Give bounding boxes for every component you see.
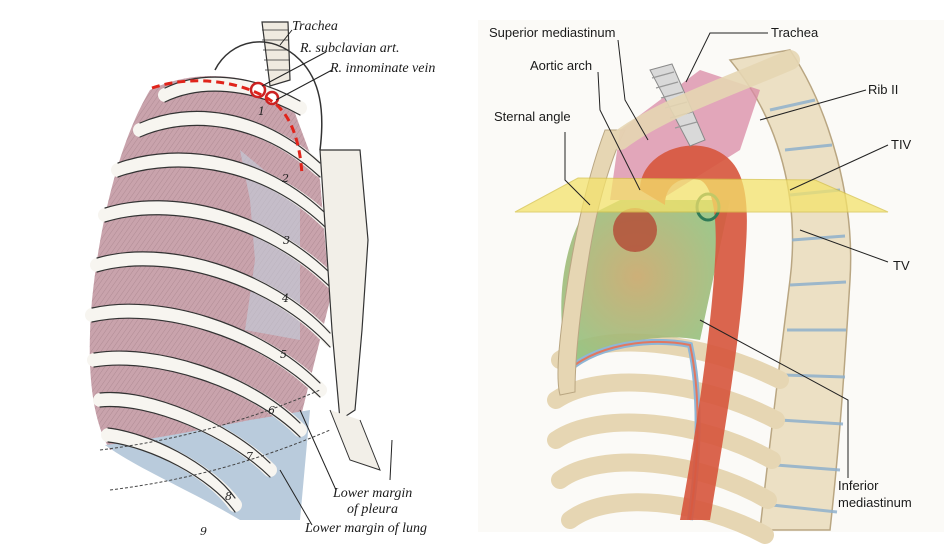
rib-number: 8 — [225, 490, 232, 503]
apex-lung-contour — [214, 41, 323, 151]
label-aortic-arch: Aortic arch — [530, 58, 592, 73]
label-lower-margin-pleura: Lower margin of pleura — [332, 486, 416, 517]
trachea-shape — [261, 21, 291, 87]
rib-ii — [610, 50, 800, 150]
left-ribcage-illustration: 1 2 3 4 5 6 7 8 9 Trachea R. subclavian … — [85, 19, 435, 538]
label-inferior-mediastinum: Inferior mediastinum — [838, 478, 912, 510]
aortic-arch-origin — [613, 208, 657, 252]
rib-number: 5 — [280, 348, 287, 361]
lower-margin-lung-line — [99, 389, 321, 451]
rib-number: 4 — [281, 292, 289, 305]
label-innominate-vein: R. innominate vein — [329, 61, 435, 76]
sternum — [319, 149, 369, 422]
label-lower-margin-lung: Lower margin of lung — [304, 521, 427, 536]
rib-number-labels: 1 2 3 4 5 6 7 8 9 — [200, 105, 290, 538]
right-leader-lines — [564, 32, 889, 478]
label-trachea-left: Trachea — [292, 19, 338, 34]
red-dashed-line — [151, 79, 304, 176]
rib-number: 3 — [283, 234, 290, 247]
right-mediastinum-illustration: Superior mediastinum Trachea Aortic arch… — [478, 20, 944, 544]
label-subclavian-artery: R. subclavian art. — [299, 41, 400, 56]
label-rib-ii: Rib II — [868, 82, 898, 97]
lower-margin-pleura-line — [109, 429, 331, 491]
pleura-region — [105, 410, 310, 520]
label-tv: TV — [893, 258, 910, 273]
rib-number: 6 — [268, 404, 275, 417]
aortic-arch — [640, 145, 747, 521]
label-sternal-angle: Sternal angle — [494, 109, 571, 124]
rib-number: 9 — [200, 525, 207, 538]
label-trachea-right: Trachea — [771, 25, 819, 40]
rib-number: 2 — [281, 172, 289, 185]
rib-number: 1 — [258, 105, 265, 118]
inferior-mediastinum-region — [561, 200, 730, 370]
label-superior-mediastinum: Superior mediastinum — [489, 25, 615, 40]
left-leader-lines — [261, 29, 393, 526]
ribs — [85, 76, 347, 513]
label-tiv: TIV — [891, 137, 912, 152]
rib-number: 7 — [246, 450, 253, 463]
transverse-plane — [514, 177, 889, 213]
